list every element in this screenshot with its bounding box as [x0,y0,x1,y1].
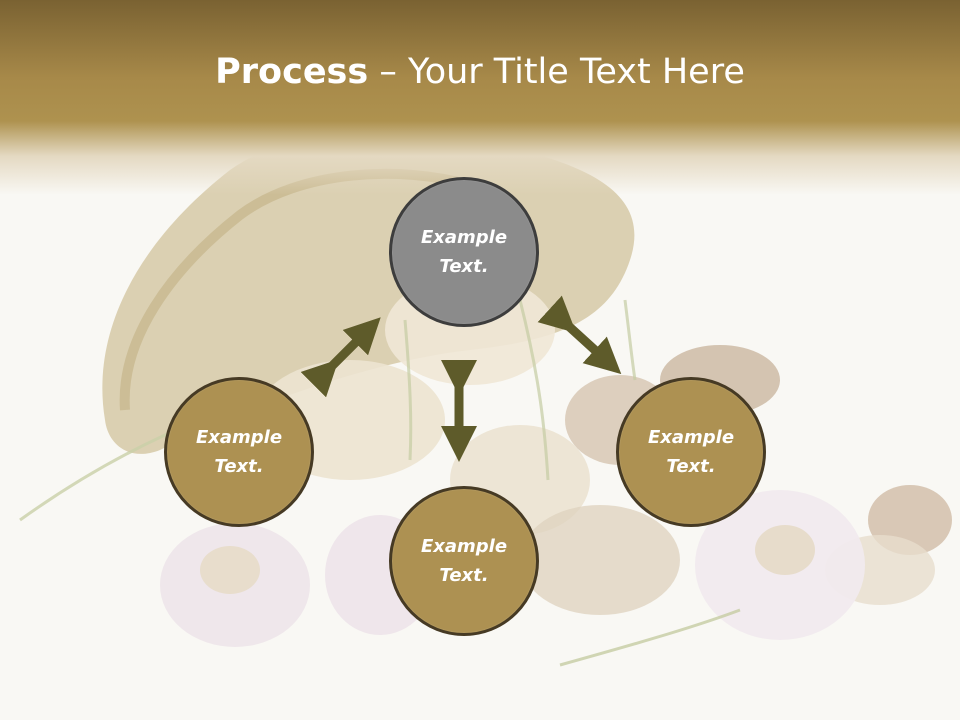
title-rest: – Your Title Text Here [368,52,745,92]
node-bottom: Example Text. [389,486,539,636]
node-right-line1: Example [647,427,735,448]
arrow-left-top [300,317,381,398]
title-bold: Process [215,52,369,92]
node-left-line2: Text. [214,456,264,477]
node-right-line2: Text. [666,456,716,477]
page-title: Process – Your Title Text Here [0,52,960,92]
node-bottom-line1: Example [420,536,508,557]
node-top-line2: Text. [439,256,489,277]
node-left: Example Text. [164,377,314,527]
node-top: Example Text. [389,177,539,327]
title-band [0,0,960,195]
node-right: Example Text. [616,377,766,527]
node-left-line1: Example [195,427,283,448]
node-bottom-line2: Text. [439,565,489,586]
node-top-line1: Example [420,227,508,248]
arrow-right-top [537,295,622,375]
